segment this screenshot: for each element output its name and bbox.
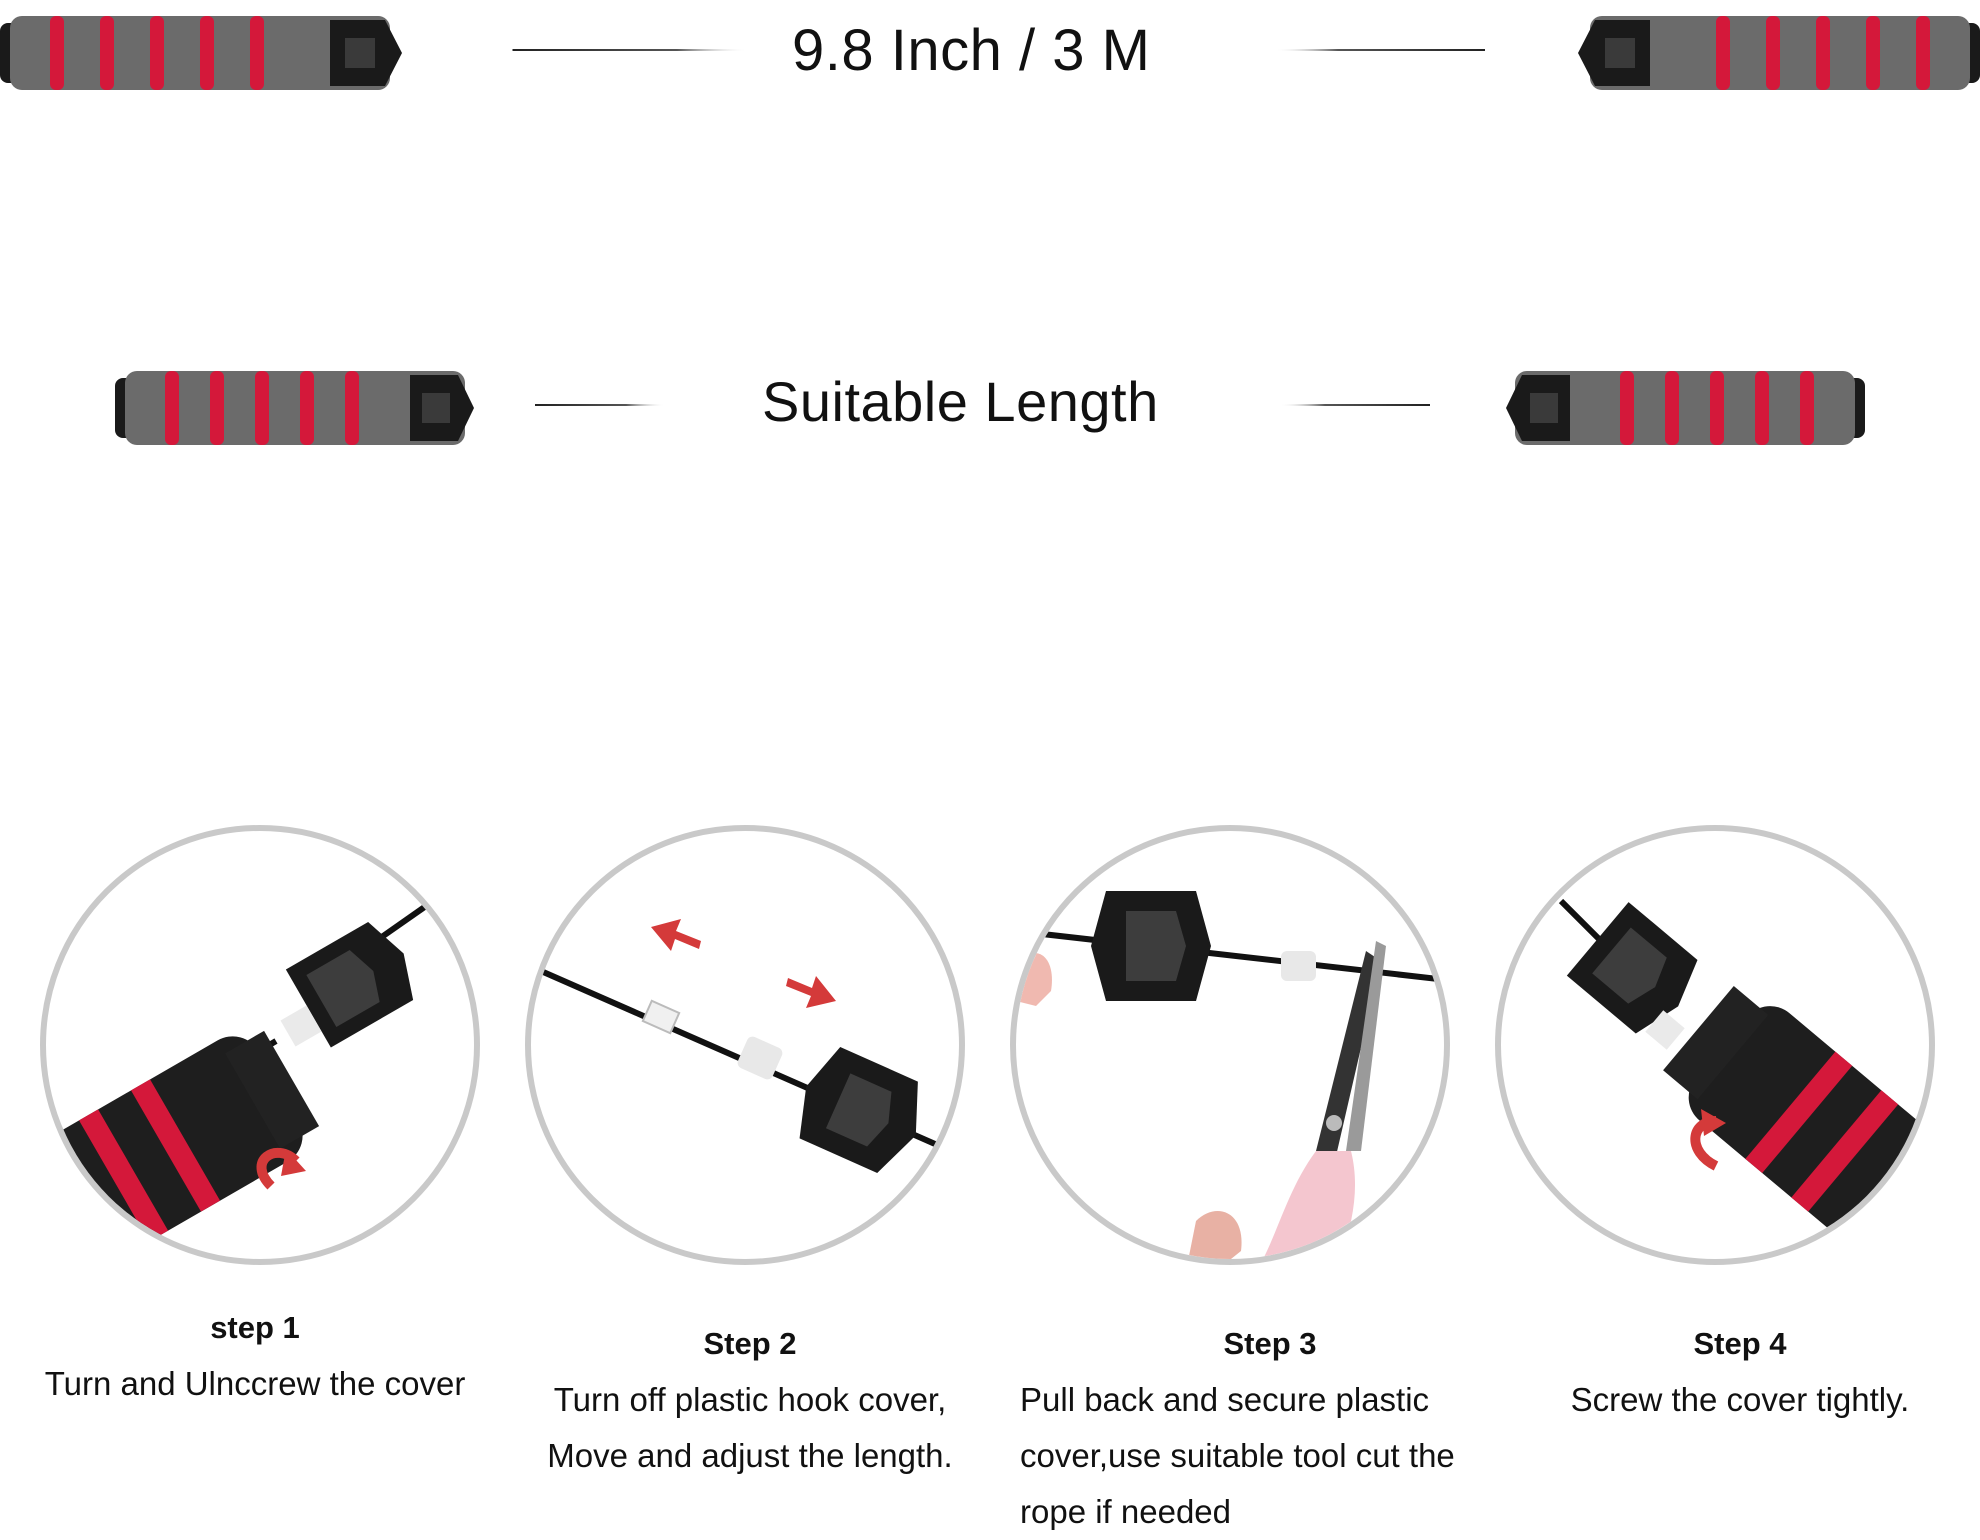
handle-unscrew-icon: [46, 903, 428, 1259]
step-3-illustration: [1010, 825, 1450, 1265]
step-3-title: Step 3: [1223, 1326, 1317, 1361]
step-2-line-2: Move and adjust the length.: [547, 1437, 953, 1474]
step-3-line-3: rope if needed: [1020, 1493, 1232, 1530]
step-3-caption: Step 3 Pull back and secure plastic cove…: [1020, 1316, 1520, 1540]
handle-screw-icon: [1558, 898, 1929, 1256]
step-3-line-2: cover,use suitable tool cut the: [1020, 1437, 1455, 1474]
step-2-caption: Step 2 Turn off plastic hook cover, Move…: [510, 1316, 990, 1484]
step-1-line-1: Turn and Ulnccrew the cover: [44, 1365, 466, 1402]
step-2-illustration: [525, 825, 965, 1265]
step-3-line-1: Pull back and secure plastic: [1020, 1381, 1430, 1418]
step-4-illustration: [1495, 825, 1935, 1265]
step-1-illustration: [40, 825, 480, 1265]
step-2-title: Step 2: [703, 1326, 797, 1361]
right-handle-short-icon: [1506, 371, 1865, 445]
full-length-label: 9.8 Inch / 3 M: [770, 16, 1173, 86]
suitable-length-rope: Suitable Length: [0, 355, 1980, 465]
step-1-title: step 1: [210, 1310, 300, 1345]
step-4-caption: Step 4 Screw the cover tightly.: [1500, 1316, 1980, 1428]
rope-line-right: [1275, 49, 1485, 51]
step-4-title: Step 4: [1693, 1326, 1787, 1361]
step-4-line-1: Screw the cover tightly.: [1570, 1381, 1910, 1418]
step-1-caption: step 1 Turn and Ulnccrew the cover: [15, 1300, 495, 1412]
rope-line-right-short: [1280, 404, 1430, 406]
full-length-rope: 9.8 Inch / 3 M: [0, 0, 1980, 110]
left-handle-short-icon: [115, 371, 474, 445]
left-handle-icon: [0, 16, 402, 90]
step-2-line-1: Turn off plastic hook cover,: [553, 1381, 947, 1418]
scissors-cut-icon: [1016, 891, 1444, 1259]
right-handle-icon: [1578, 16, 1980, 90]
suitable-length-label: Suitable Length: [740, 367, 1181, 437]
rope-adjust-icon: [539, 919, 953, 1173]
rope-line-left-short: [535, 404, 665, 406]
rope-line-left: [512, 49, 748, 51]
